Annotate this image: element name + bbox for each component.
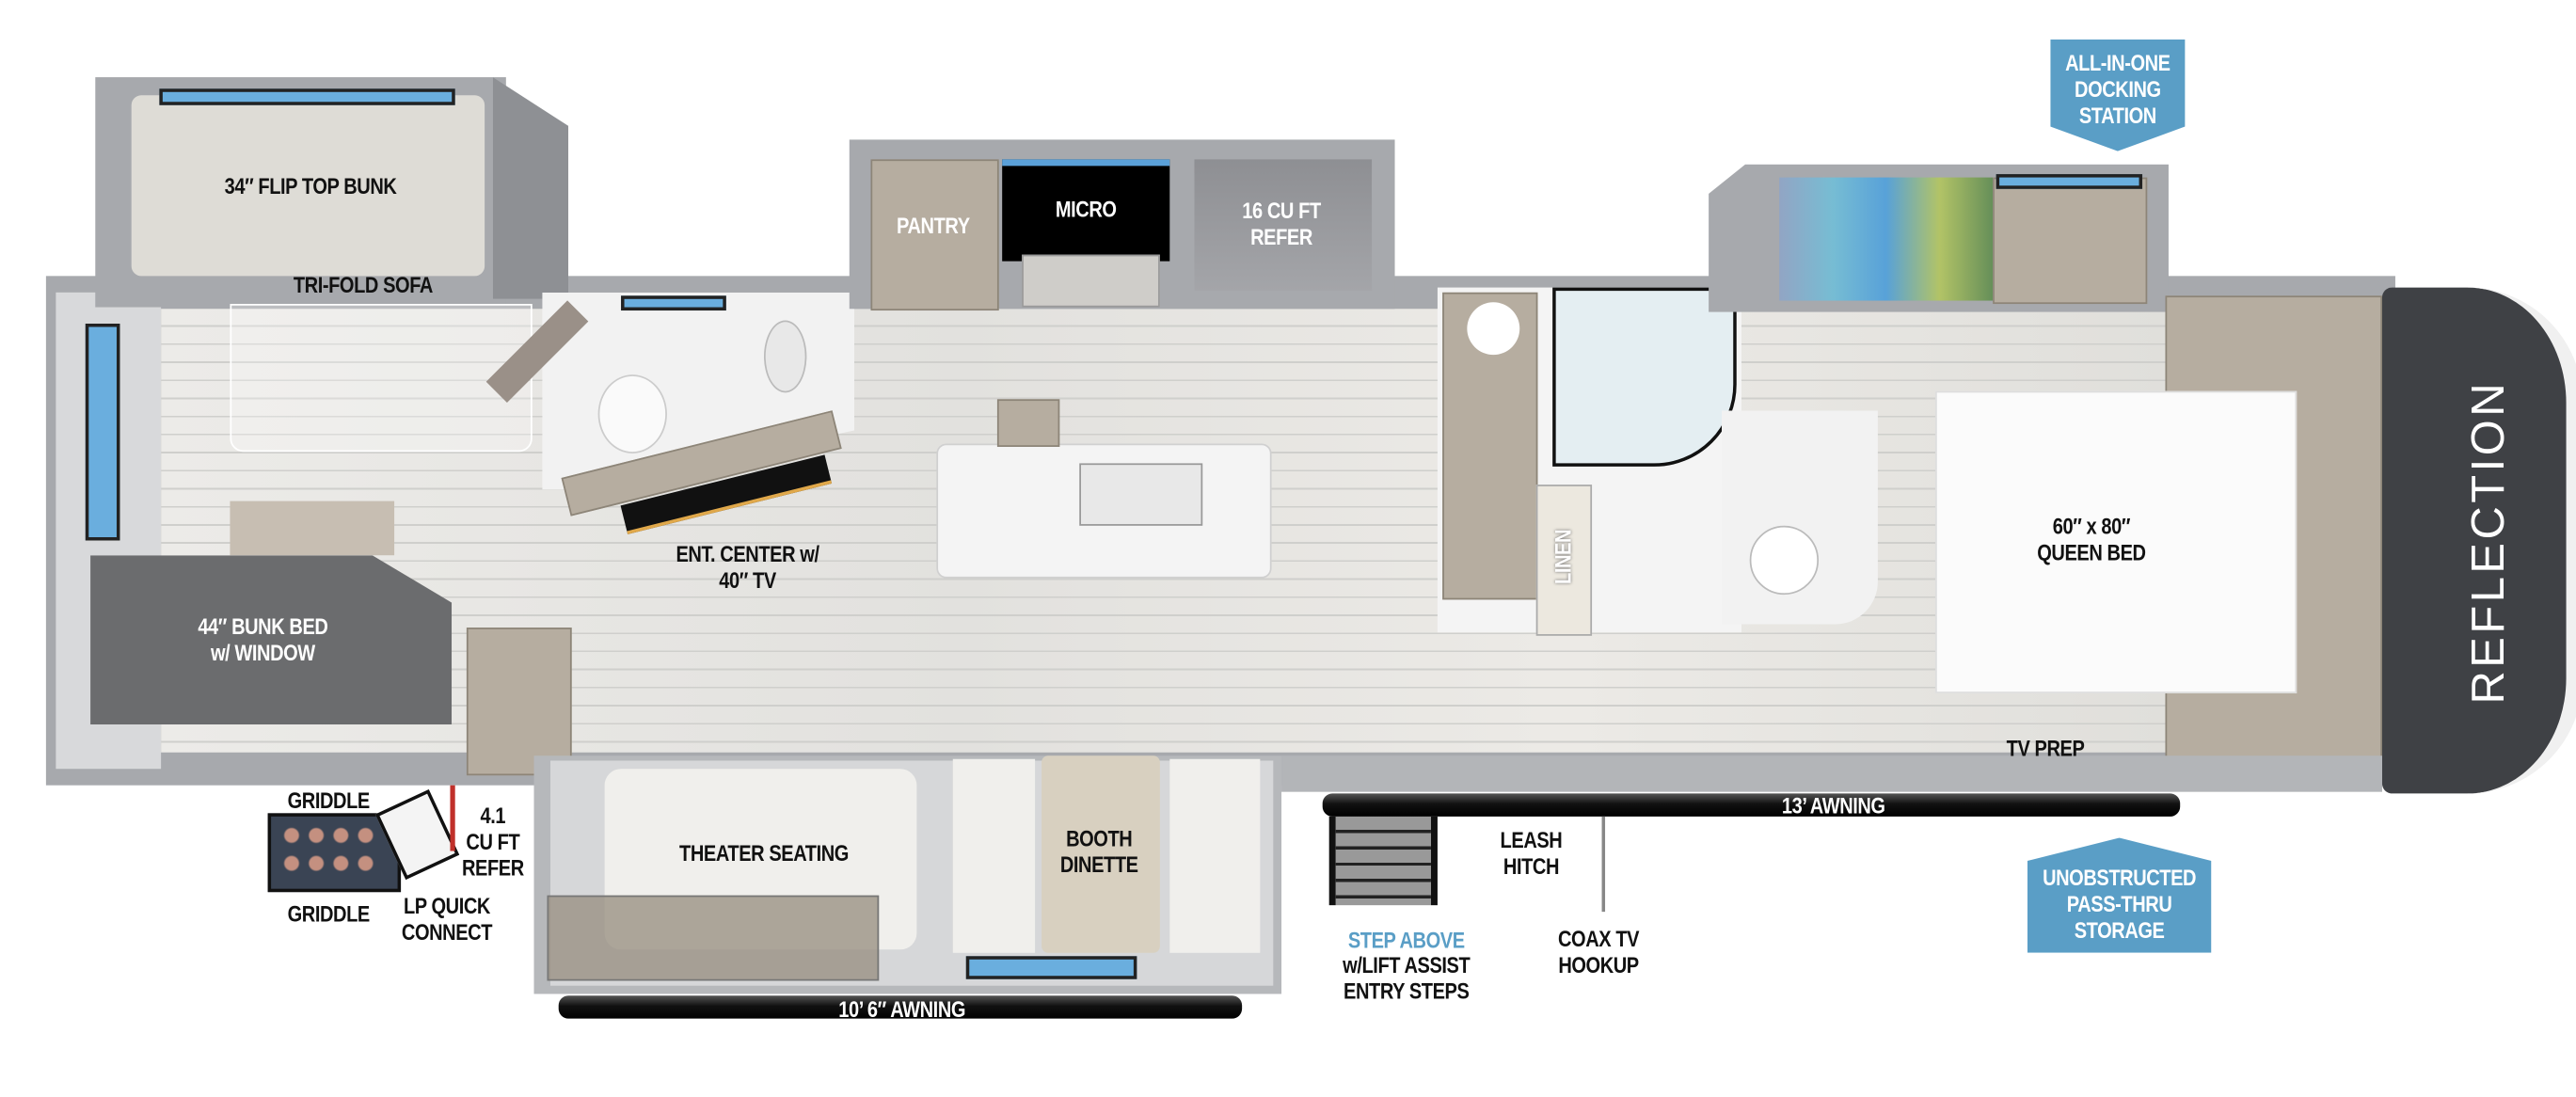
rear-awning-label: 10’ 6″ AWNING — [838, 995, 966, 1023]
half-bath-sink — [763, 320, 807, 393]
booth-dinette-label: BOOTH DINETTE — [1059, 824, 1138, 878]
half-bath-window — [621, 295, 726, 311]
wardrobe-side — [1993, 177, 2148, 305]
coax-cable — [1601, 816, 1606, 913]
docking-station-label: ALL-IN-ONE DOCKING STATION — [2065, 49, 2171, 129]
island-sink — [1079, 463, 1203, 526]
micro-label: MICRO — [1055, 195, 1117, 222]
docking-station-callout — [2050, 39, 2186, 151]
leash-hitch-label: LEASH HITCH — [1500, 826, 1563, 880]
front-awning-label: 13’ AWNING — [1781, 791, 1885, 819]
griddle-top-label: GRIDDLE — [287, 787, 371, 814]
microwave — [1002, 159, 1170, 262]
bunk-bed — [90, 555, 453, 725]
pantry-label: PANTRY — [897, 212, 970, 239]
front-cap — [2381, 287, 2576, 794]
griddle-bottom-label: GRIDDLE — [287, 899, 371, 927]
ent-center-label: ENT. CENTER w/ 40″ TV — [676, 540, 819, 594]
entry-steps-label: w/LIFT ASSIST ENTRY STEPS — [1343, 951, 1471, 1004]
island-spice-rack — [996, 399, 1060, 447]
rear-awning — [558, 995, 1243, 1019]
front-awning — [1322, 793, 2181, 817]
step-above-label: STEP ABOVE — [1347, 926, 1465, 953]
linen-cabinet — [1535, 485, 1593, 636]
refrigerator — [1194, 159, 1373, 292]
bunk-window — [159, 88, 455, 105]
pass-thru-storage-callout — [2027, 837, 2212, 953]
coax-tv-hookup-label: COAX TV HOOKUP — [1557, 925, 1640, 978]
reflection-logo: REFLECTION — [2462, 379, 2514, 705]
entry-steps — [1328, 816, 1438, 906]
queen-bed-label: 60″ x 80″ QUEEN BED — [2037, 512, 2146, 565]
flip-top-bunk — [131, 95, 485, 277]
entry-floor-strip — [1281, 755, 2382, 792]
refer-label: 16 CU FT REFER — [1242, 197, 1321, 250]
tv-prep-label: TV PREP — [2006, 734, 2085, 761]
toilet — [597, 374, 667, 453]
flip-top-bunk-label: 34″ FLIP TOP BUNK — [224, 172, 397, 199]
pantry — [870, 159, 999, 311]
rear-window — [85, 324, 120, 541]
linen-label: LINEN — [1549, 529, 1576, 584]
bunk-slide-side — [492, 77, 569, 299]
pass-thru-storage-label: UNOBSTRUCTED PASS-THRU STORAGE — [2043, 864, 2197, 944]
vanity-sink — [1467, 302, 1520, 356]
tri-fold-sofa-outline — [230, 304, 533, 453]
dinette-window — [965, 956, 1137, 979]
bunk-bed-label: 44″ BUNK BED w/ WINDOW — [198, 612, 328, 666]
tri-fold-sofa-label: TRI-FOLD SOFA — [293, 271, 434, 298]
queen-bed — [1935, 390, 2298, 693]
dinette-bench-left — [952, 758, 1036, 953]
outdoor-refer-label: 4.1 CU FT REFER — [461, 802, 524, 881]
lp-quick-connect-label: LP QUICK CONNECT — [401, 892, 493, 946]
shower — [1552, 287, 1737, 467]
griddle-burners — [278, 821, 382, 878]
dinette-bench-right — [1169, 758, 1261, 953]
theater-seating-label: THEATER SEATING — [679, 839, 849, 866]
rear-wardrobe — [466, 628, 572, 776]
cooktop — [1022, 254, 1160, 308]
dinette-table — [1042, 755, 1160, 953]
theater-ottoman — [547, 895, 880, 981]
bunk-shelf — [230, 501, 395, 556]
bedroom-sink-counter — [1722, 410, 1878, 625]
wardrobe — [1779, 177, 1994, 301]
bedroom-sink — [1749, 525, 1820, 596]
lp-line — [450, 785, 455, 851]
wardrobe-window — [1996, 174, 2143, 189]
